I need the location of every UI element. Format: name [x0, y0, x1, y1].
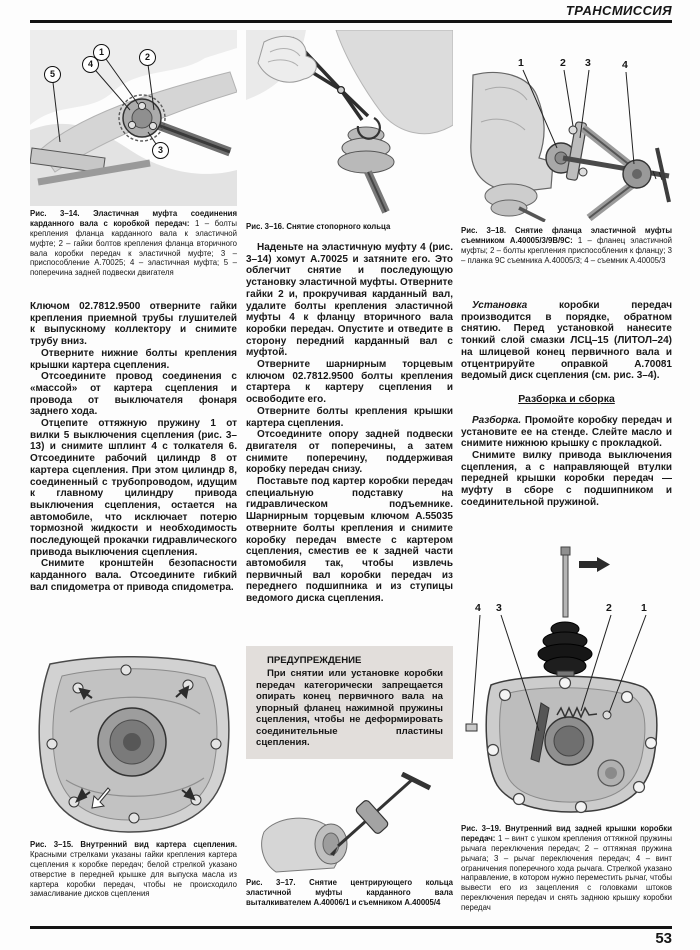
paragraph: Ключом 02.7812.9500 отверните гайки креп… — [30, 301, 237, 348]
caption-lead: Рис. 3–14. Эластичная муфта соединения к… — [30, 209, 237, 228]
paragraph-disassembly: Разборка. Промойте коробку передач и уст… — [461, 415, 672, 450]
clutch-housing-illustration — [38, 655, 230, 833]
slide-weight — [355, 800, 389, 834]
figure-callout: 5 — [44, 66, 61, 83]
figure-3-17-caption: Рис. 3–17. Снятие центрирующего кольца э… — [246, 878, 453, 908]
figure-3-16 — [246, 30, 453, 218]
figure-callout: 1 — [93, 44, 110, 61]
caption-lead: Рис. 3–15. Внутренний вид картера сцепле… — [30, 840, 237, 849]
figure-number-label: 4 — [475, 602, 481, 614]
caption-lead: Рис. 3–18. Снятие фланца эластичной муфт… — [461, 226, 672, 245]
return-spring — [556, 706, 598, 719]
install-lead: Установка — [472, 300, 528, 311]
caption-lead: Рис. 3–17. Снятие центрирующего кольца э… — [246, 878, 453, 907]
header-rule — [30, 20, 672, 23]
paragraph: Отверните нижние болты крепления крышки … — [30, 347, 237, 371]
figure-3-18: 1 2 3 4 — [461, 30, 672, 222]
figure-3-14: 5 4 1 2 3 — [30, 30, 237, 206]
footer-rule — [30, 926, 672, 929]
paragraph: Снимите вилку привода выключения сцеплен… — [461, 450, 672, 508]
figure-number-label: 1 — [641, 602, 647, 614]
paragraph-install: Установка коробки передач производится в… — [461, 300, 672, 382]
warning-text: При снятии или установке коробки передач… — [256, 668, 443, 748]
figure-3-18-leader-lines — [522, 69, 635, 165]
caption-items: 1 – болты крепления фланца карданного ва… — [30, 218, 237, 278]
oil-drain-white-arrow — [91, 787, 111, 809]
caption-lead: Рис. 3–19. Внутренний вид задней крышки … — [461, 824, 672, 843]
figure-number-label: 3 — [496, 602, 502, 614]
figure-callout: 3 — [152, 142, 169, 159]
shift-lever — [530, 702, 550, 763]
warning-title: ПРЕДУПРЕЖДЕНИЕ — [267, 655, 362, 666]
middle-column-text: Наденьте на эластичную муфту 4 (рис. 3–1… — [246, 242, 453, 605]
install-rest: коробки передач производится в порядке, … — [461, 300, 672, 382]
figure-callout: 2 — [139, 49, 156, 66]
caption-lead: Рис. 3–16. Снятие стопорного кольца — [246, 222, 391, 231]
figure-3-17 — [246, 772, 453, 874]
paragraph: Отцепите оттяжную пружину 1 от вилки 5 в… — [30, 418, 237, 558]
circlip — [356, 117, 381, 140]
figure-3-16-caption: Рис. 3–16. Снятие стопорного кольца — [246, 222, 453, 232]
paragraph: Отверните шарнирным торцевым ключом 02.7… — [246, 359, 453, 406]
figure-number-label: 1 — [518, 57, 524, 69]
paragraph: Наденьте на эластичную муфту 4 (рис. 3–1… — [246, 242, 453, 359]
cover-bolt-holes — [486, 676, 658, 814]
figure-callout: 4 — [82, 56, 99, 73]
extractor-tool-illustration — [261, 772, 432, 873]
extractor-handle — [400, 772, 432, 791]
figure-number-label: 3 — [585, 57, 591, 69]
paragraph: Снимите кронштейн безопасности карданног… — [30, 558, 237, 593]
disassembly-rest: Промойте коробку передач и установите ее… — [461, 414, 672, 450]
figure-3-15-caption: Рис. 3–15. Внутренний вид картера сцепле… — [30, 840, 237, 899]
rear-cover-illustration — [465, 546, 658, 814]
figure-number-label: 2 — [606, 602, 612, 614]
figure-3-15 — [30, 652, 237, 836]
hand — [257, 35, 317, 83]
puller-handle — [655, 147, 671, 203]
paragraph: Отверните болты крепления крышки картера… — [246, 405, 453, 429]
caption-items: 1 – фланец эластичной муфты; 2 – болты к… — [461, 235, 672, 265]
disassembly-lead: Разборка. — [472, 414, 522, 426]
caption-items: 1 – винт с ушком крепления оттяжной пруж… — [461, 833, 672, 913]
paragraph: Отсоедините провод соединения с «массой»… — [30, 371, 237, 418]
figure-3-19-leader-lines — [471, 614, 647, 732]
page-number: 53 — [655, 930, 672, 947]
figure-number-label: 2 — [560, 57, 566, 69]
figure-3-19-caption: Рис. 3–19. Внутренний вид задней крышки … — [461, 824, 672, 913]
paragraph: Отсоедините опору задней подвески двигат… — [246, 429, 453, 476]
limit-screw — [465, 723, 478, 732]
figure-3-19: 4 3 2 1 — [461, 545, 672, 820]
paragraph: Поставьте под картер коробки передач спе… — [246, 476, 453, 605]
section-heading: Разборка и сборка — [518, 392, 615, 405]
left-column-text: Ключом 02.7812.9500 отверните гайки креп… — [30, 301, 237, 594]
warning-box: ПРЕДУПРЕЖДЕНИЕ При снятии или установке … — [246, 646, 453, 759]
direction-arrow — [579, 557, 610, 572]
figure-3-14-caption: Рис. 3–14. Эластичная муфта соединения к… — [30, 209, 237, 278]
circlip-removal-illustration — [246, 30, 453, 214]
flange-puller-illustration — [470, 69, 671, 222]
figure-3-18-caption: Рис. 3–18. Снятие фланца эластичной муфт… — [461, 226, 672, 266]
page-title: ТРАНСМИССИЯ — [565, 3, 672, 18]
right-column-text: Установка коробки передач производится в… — [461, 300, 672, 509]
figure-number-label: 4 — [622, 59, 628, 71]
nut-arrows — [75, 685, 196, 803]
elastic-coupling-illustration — [30, 30, 237, 206]
caption-items: Красными стрелками указаны гайки креплен… — [30, 849, 237, 899]
puller-bar — [565, 121, 588, 181]
